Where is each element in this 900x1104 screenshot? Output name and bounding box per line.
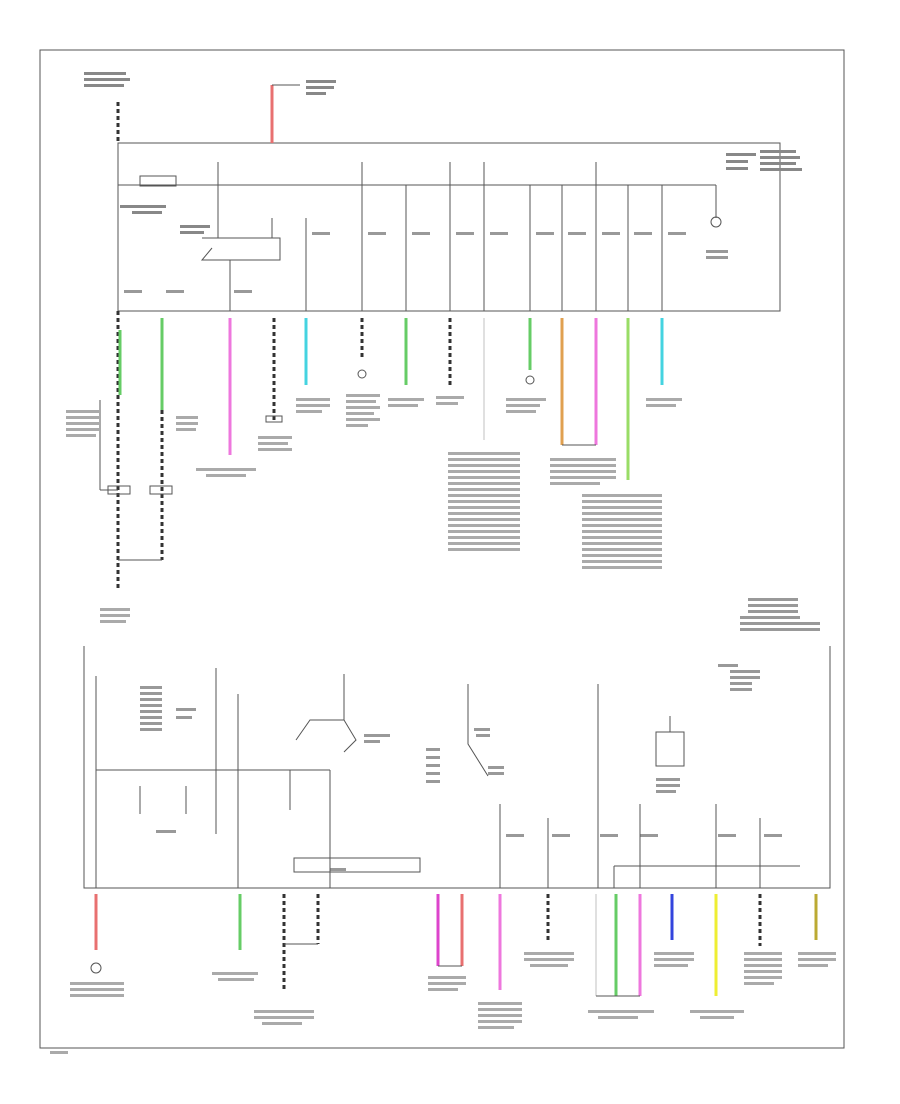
engine-room-junction-block [117, 142, 781, 312]
ground-icon [525, 375, 535, 385]
top-fuse-block [66, 72, 802, 623]
relay-icon [200, 237, 281, 261]
fusible-link-icon [139, 175, 177, 187]
ground-icon [357, 369, 367, 379]
connector-icon [265, 415, 283, 423]
bottom-fuse-block [50, 598, 836, 1054]
switch-icon [467, 720, 489, 777]
relay-switch-icon [295, 719, 357, 753]
connector-icon [149, 485, 173, 495]
ground-icon [90, 962, 102, 974]
diagram-frame [39, 49, 845, 1049]
relay-icon [655, 731, 685, 767]
connector-icon [107, 485, 131, 495]
connector-icon [293, 857, 421, 873]
ground-icon [710, 216, 722, 228]
